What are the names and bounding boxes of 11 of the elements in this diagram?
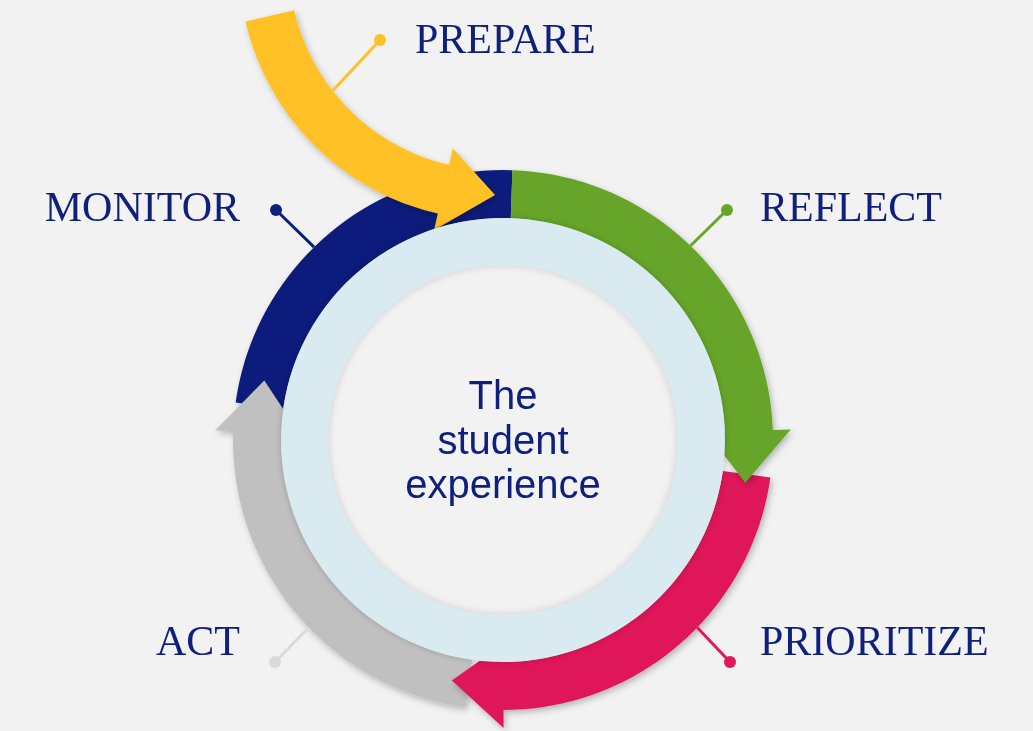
leader-line [331,34,386,92]
leader-line [269,626,310,668]
stage-label: MONITOR [44,186,276,234]
stage-label: ACT [156,620,275,668]
center-title: The student experience [404,372,602,508]
stage-label: PRIORITIZE [730,620,989,668]
leader-line [689,204,733,247]
stage-label: PREPARE [380,18,596,66]
leader-line [696,626,736,668]
stage-label: REFLECT [727,186,942,234]
leader-line [270,204,316,249]
